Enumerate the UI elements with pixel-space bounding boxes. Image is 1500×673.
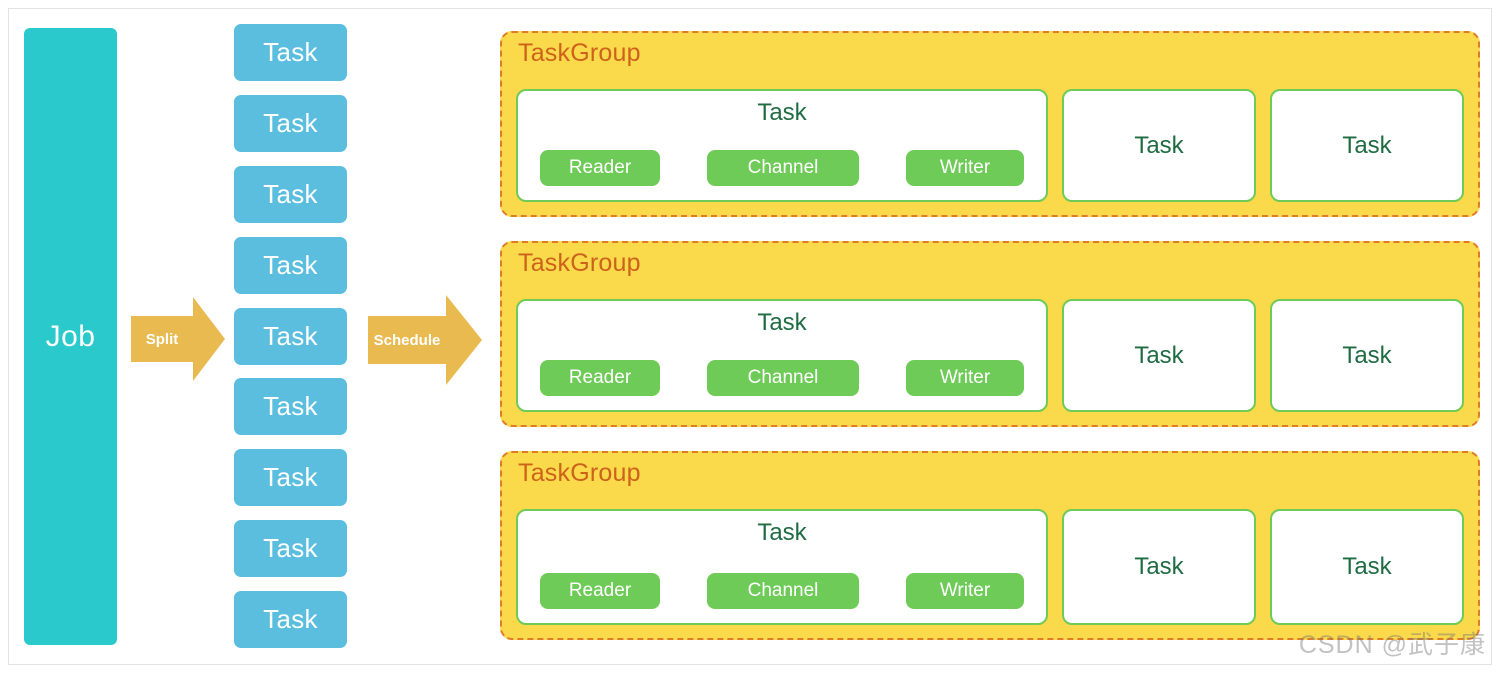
- task-chip[interactable]: Task: [234, 378, 347, 436]
- taskgroup-body: Task Reader Channel Writer Task Task: [516, 299, 1464, 412]
- task-card-plain[interactable]: Task: [1270, 89, 1464, 202]
- writer-pill[interactable]: Writer: [906, 150, 1024, 186]
- reader-pill[interactable]: Reader: [540, 150, 660, 186]
- task-chip[interactable]: Task: [234, 307, 347, 365]
- taskgroup-title: TaskGroup: [518, 249, 641, 277]
- task-chip-label: Task: [263, 178, 318, 209]
- task-card-label: Task: [1134, 553, 1184, 580]
- split-arrow-label: Split: [145, 330, 179, 348]
- task-card-label: Task: [1134, 131, 1184, 159]
- task-component-row: Reader Channel Writer: [540, 150, 1024, 186]
- task-chip[interactable]: Task: [234, 591, 347, 648]
- taskgroup[interactable]: TaskGroup Task Reader Channel Writer Tas…: [500, 451, 1480, 640]
- task-chip-label: Task: [263, 533, 318, 564]
- task-card-title: Task: [757, 519, 807, 546]
- task-card-plain[interactable]: Task: [1270, 509, 1464, 625]
- task-chip-label: Task: [263, 107, 318, 138]
- channel-pill[interactable]: Channel: [707, 573, 859, 609]
- task-chip[interactable]: Task: [234, 24, 347, 81]
- task-chip[interactable]: Task: [234, 236, 347, 294]
- task-component-row: Reader Channel Writer: [540, 360, 1024, 396]
- task-chip[interactable]: Task: [234, 94, 347, 152]
- task-card-title: Task: [757, 309, 807, 336]
- task-chip-label: Task: [263, 37, 318, 67]
- schedule-arrow-shaft: Schedule: [368, 316, 446, 364]
- task-card-plain[interactable]: Task: [1270, 299, 1464, 412]
- task-chip-label: Task: [263, 249, 318, 280]
- writer-pill[interactable]: Writer: [906, 573, 1024, 609]
- job-box[interactable]: Job: [24, 28, 117, 645]
- task-card-label: Task: [1342, 341, 1392, 369]
- task-chip[interactable]: Task: [234, 165, 347, 223]
- task-card-label: Task: [1342, 553, 1392, 580]
- task-chip[interactable]: Task: [234, 520, 347, 578]
- taskgroup-body: Task Reader Channel Writer Task Task: [516, 89, 1464, 202]
- schedule-arrow: Schedule: [368, 295, 482, 385]
- task-card-plain[interactable]: Task: [1062, 89, 1256, 202]
- task-chip-label: Task: [263, 462, 318, 493]
- task-card-detailed[interactable]: Task Reader Channel Writer: [516, 89, 1048, 202]
- task-card-label: Task: [1342, 131, 1392, 159]
- split-task-column: Task Task Task Task Task Task Task Task …: [234, 24, 347, 648]
- taskgroup[interactable]: TaskGroup Task Reader Channel Writer Tas…: [500, 241, 1480, 427]
- channel-pill[interactable]: Channel: [707, 150, 859, 186]
- taskgroup-title: TaskGroup: [518, 459, 641, 487]
- task-chip-label: Task: [263, 391, 318, 422]
- taskgroup-body: Task Reader Channel Writer Task Task: [516, 509, 1464, 625]
- writer-pill[interactable]: Writer: [906, 360, 1024, 396]
- task-card-title: Task: [757, 99, 807, 126]
- schedule-arrow-label: Schedule: [373, 331, 441, 349]
- task-card-plain[interactable]: Task: [1062, 509, 1256, 625]
- split-arrow-shaft: Split: [131, 316, 193, 362]
- taskgroup-title: TaskGroup: [518, 39, 641, 67]
- task-chip[interactable]: Task: [234, 449, 347, 507]
- channel-pill[interactable]: Channel: [707, 360, 859, 396]
- taskgroup[interactable]: TaskGroup Task Reader Channel Writer Tas…: [500, 31, 1480, 217]
- task-card-detailed[interactable]: Task Reader Channel Writer: [516, 509, 1048, 625]
- schedule-arrow-head: [446, 295, 482, 385]
- task-chip-label: Task: [263, 320, 318, 351]
- task-card-detailed[interactable]: Task Reader Channel Writer: [516, 299, 1048, 412]
- split-arrow-head: [193, 297, 225, 381]
- job-label: Job: [45, 319, 96, 353]
- task-component-row: Reader Channel Writer: [540, 573, 1024, 609]
- split-arrow: Split: [131, 297, 225, 381]
- task-card-plain[interactable]: Task: [1062, 299, 1256, 412]
- task-chip-label: Task: [263, 604, 318, 634]
- reader-pill[interactable]: Reader: [540, 573, 660, 609]
- reader-pill[interactable]: Reader: [540, 360, 660, 396]
- task-card-label: Task: [1134, 341, 1184, 369]
